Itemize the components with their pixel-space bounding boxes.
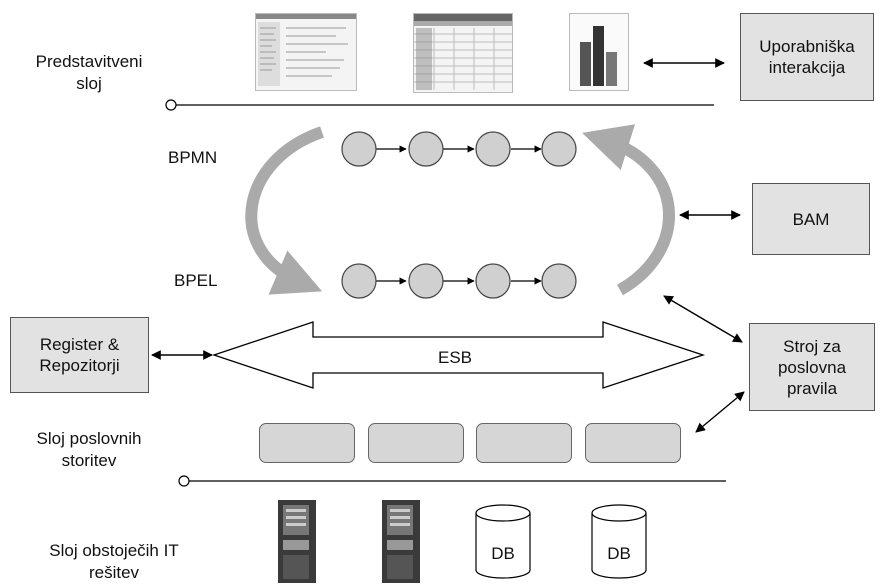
bpel-to-bpmn-arrow	[582, 124, 675, 296]
bpel-flow	[341, 263, 577, 299]
db-label: DB	[607, 544, 631, 563]
database-icon	[475, 504, 531, 579]
bpmn-flow	[341, 131, 577, 167]
bpel-node	[341, 263, 377, 299]
rules-process-connector	[663, 295, 743, 343]
existing-it-layer-label: Sloj obstoječih IT rešitev	[49, 541, 179, 582]
chart-screenshot-icon	[569, 13, 629, 91]
presentation-layer-label: Predstavitveni sloj	[35, 52, 143, 93]
esb-label: ESB	[438, 348, 473, 367]
bpmn-node	[475, 131, 511, 167]
rules-services-connector	[695, 391, 745, 433]
service-block	[368, 423, 464, 463]
bpmn-to-bpel-arrow	[245, 126, 325, 295]
bpmn-label: BPMN	[168, 148, 218, 167]
bpel-label: BPEL	[174, 271, 218, 290]
rules-engine-box: Stroj za poslovna pravila	[749, 323, 875, 411]
bam-box: BAM	[752, 183, 870, 255]
user-interaction-box: Uporabniška interakcija	[740, 13, 874, 101]
bpmn-node	[341, 131, 377, 167]
service-block	[476, 423, 572, 463]
presentation-layer-line	[165, 99, 714, 111]
service-block	[259, 423, 355, 463]
database-icon	[591, 504, 647, 579]
services-layer-line	[178, 475, 726, 487]
server-icon	[278, 500, 316, 583]
bpel-node	[475, 263, 511, 299]
db-label: DB	[491, 544, 515, 563]
server-icon	[382, 500, 420, 583]
bpmn-node	[408, 131, 444, 167]
business-services-layer-label: Sloj poslovnih storitev	[36, 429, 142, 470]
document-screenshot-icon	[255, 13, 357, 91]
service-block	[585, 423, 681, 463]
registry-box: Register & Repozitorji	[10, 317, 149, 393]
spreadsheet-screenshot-icon	[413, 13, 513, 93]
esb-arrow	[211, 321, 706, 389]
bpel-node	[541, 263, 577, 299]
bpel-node	[408, 263, 444, 299]
bpmn-node	[541, 131, 577, 167]
